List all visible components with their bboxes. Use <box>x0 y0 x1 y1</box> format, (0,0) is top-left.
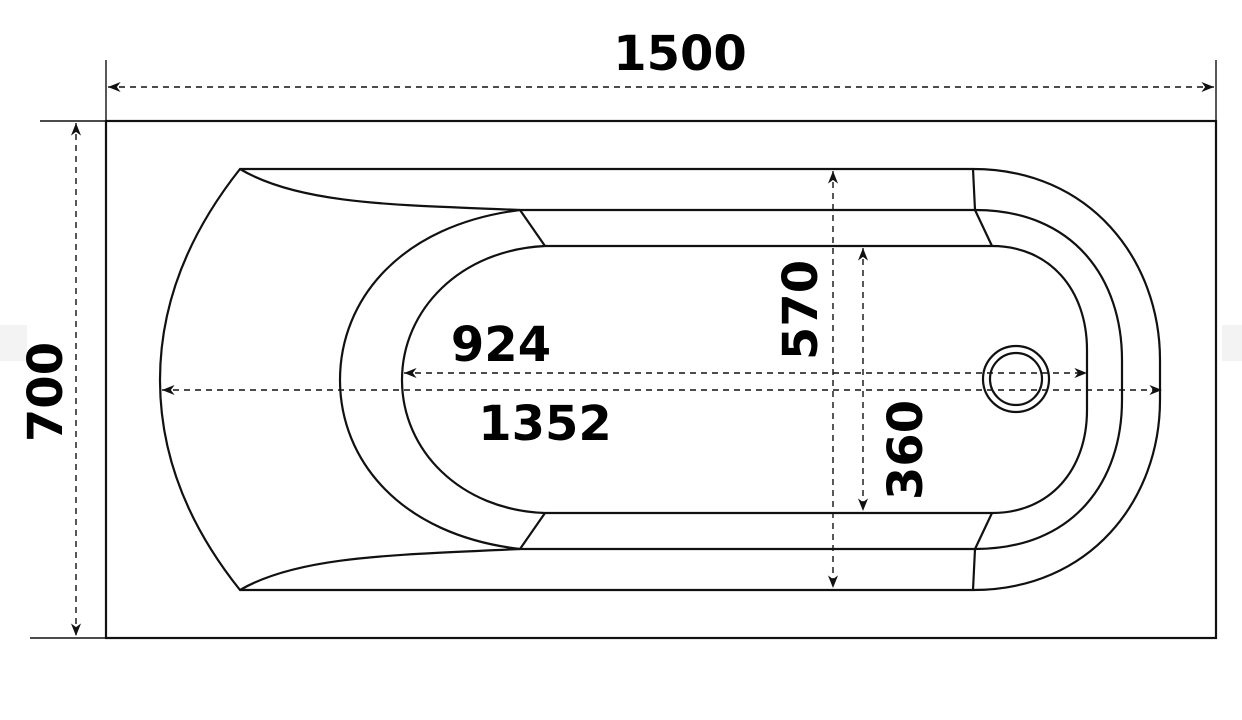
deck-curve-top <box>239 168 521 212</box>
label-inner-width: 570 <box>773 260 829 360</box>
faint-block-right <box>1222 325 1242 361</box>
label-inner-length: 1352 <box>478 396 612 452</box>
tub-basin <box>400 244 1089 515</box>
tub-rim-outline <box>158 167 1162 592</box>
drain-icon <box>981 344 1051 414</box>
label-overall-width: 700 <box>18 342 74 442</box>
label-basin-width: 360 <box>878 400 934 500</box>
tub-inner-ledge <box>338 208 1124 551</box>
label-overall-length: 1500 <box>613 26 747 82</box>
label-basin-length: 924 <box>451 317 551 373</box>
outer-rectangle <box>104 119 1218 640</box>
faint-block-left <box>0 325 27 361</box>
deck-curve-bottom <box>239 547 521 591</box>
connector-lines <box>519 168 993 591</box>
